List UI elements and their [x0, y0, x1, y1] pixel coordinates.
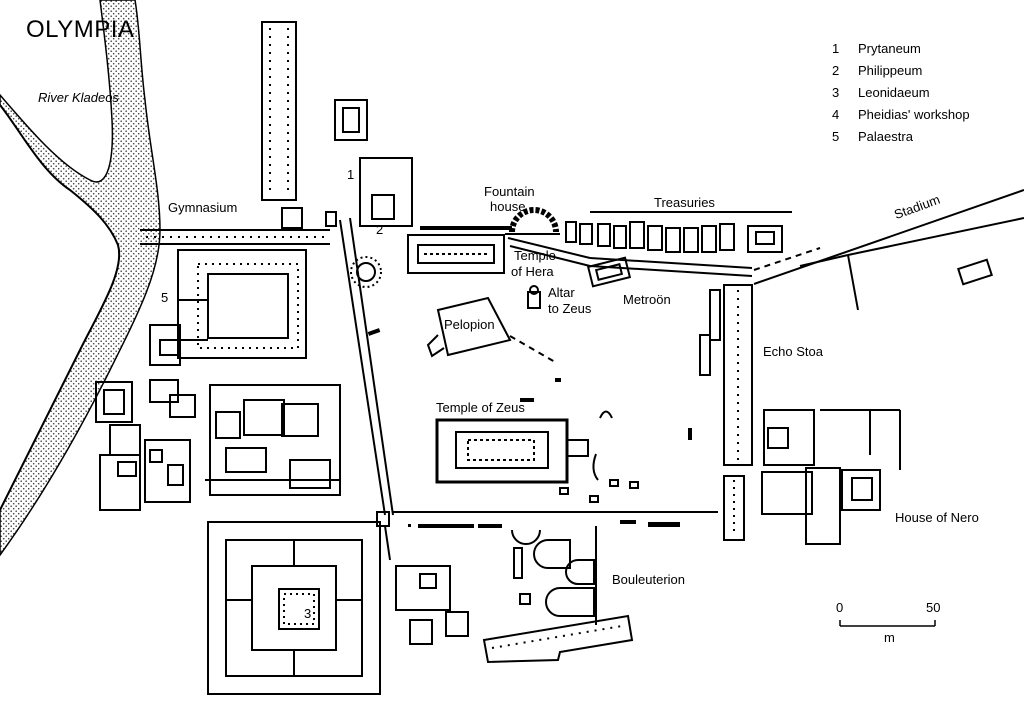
legend-num: 1: [832, 41, 840, 56]
label-number-1: 1: [347, 167, 355, 182]
legend-num: 5: [832, 129, 840, 144]
legend-item: 3 Leonidaeum: [832, 85, 970, 107]
south-stoa: [482, 614, 634, 664]
palaestra: [149, 249, 307, 366]
legend-item: 2 Philippeum: [832, 63, 970, 85]
legend-name: Philippeum: [858, 63, 923, 78]
temple-of-hera: [407, 226, 512, 274]
label-hera-line1: Temple: [514, 248, 556, 263]
treasuries: [565, 211, 792, 253]
legend-num: 2: [832, 63, 840, 78]
house-of-nero: [723, 409, 901, 545]
label-altar-line2: to Zeus: [548, 301, 592, 316]
map-title: OLYMPIA: [26, 16, 135, 43]
gymnasium-colonnade: [140, 21, 330, 245]
pheidias-workshop-area: [395, 529, 541, 645]
altar-to-zeus: [527, 285, 541, 309]
scale-start: 0: [836, 600, 844, 615]
scattered-bases: [367, 328, 692, 528]
label-number-5: 5: [161, 290, 169, 305]
label-bouleuterion: Bouleuterion: [612, 572, 685, 587]
stadium: [753, 189, 1024, 311]
legend-item: 5 Palaestra: [832, 129, 970, 151]
label-altar-line1: Altar: [548, 285, 575, 300]
label-metroon: Metroön: [623, 292, 671, 307]
label-fountain-line2: house: [490, 199, 526, 214]
legend-name: Prytaneum: [858, 41, 921, 56]
prytaneum: [325, 99, 413, 227]
temple-of-zeus: [435, 418, 589, 484]
label-temple-of-zeus: Temple of Zeus: [436, 400, 525, 415]
scale-bar: [839, 620, 936, 627]
legend-name: Palaestra: [858, 129, 913, 144]
bouleuterion: [513, 526, 597, 625]
pelopion: [426, 296, 556, 363]
legend: 1 Prytaneum 2 Philippeum 3 Leonidaeum 4 Phei…: [832, 41, 970, 151]
label-number-2: 2: [376, 222, 384, 237]
legend-item: 4 Pheidias' workshop: [832, 107, 970, 129]
label-gymnasium: Gymnasium: [168, 200, 238, 215]
metroon: [586, 256, 632, 288]
echo-stoa: [699, 284, 753, 466]
legend-num: 4: [832, 107, 840, 122]
scale-unit: m: [884, 630, 895, 645]
legend-item: 1 Prytaneum: [832, 41, 970, 63]
leonidaeum: [207, 521, 381, 695]
label-echo-stoa: Echo Stoa: [763, 344, 823, 359]
river-label: River Kladeos: [38, 90, 119, 105]
legend-name: Leonidaeum: [858, 85, 930, 100]
label-pelopion: Pelopion: [444, 317, 495, 332]
fountain-house: [505, 207, 560, 235]
label-hera-line2: of Hera: [511, 264, 554, 279]
label-treasuries: Treasuries: [654, 195, 715, 210]
scattered-markers: [559, 410, 639, 503]
label-number-3: 3: [304, 606, 312, 621]
legend-num: 3: [832, 85, 840, 100]
western-buildings: [95, 379, 341, 511]
legend-name: Pheidias' workshop: [858, 107, 970, 122]
scale-end: 50: [926, 600, 941, 615]
label-fountain-line1: Fountain: [484, 184, 535, 199]
label-house-of-nero: House of Nero: [895, 510, 979, 525]
philippeum: [350, 256, 382, 288]
